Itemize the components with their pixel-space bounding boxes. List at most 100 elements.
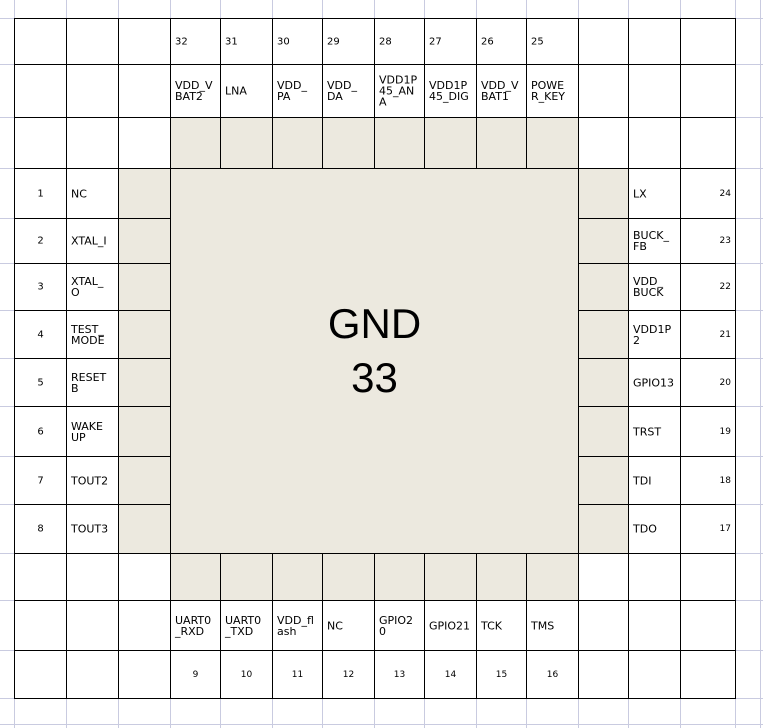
bottom-pad xyxy=(272,553,323,601)
bottom-pad xyxy=(322,553,375,601)
right-pin-name-cell: GPIO13 xyxy=(628,358,681,407)
left-pin-number: 7 xyxy=(37,475,44,486)
top-pin-number: 25 xyxy=(531,36,544,47)
right-pin-number-cell: 22 xyxy=(680,263,736,311)
grid-cell xyxy=(628,64,681,118)
right-pin-name: GPIO13 xyxy=(633,376,675,389)
right-pin-name: VDD_ BUCK xyxy=(633,275,664,299)
left-pad xyxy=(118,406,171,457)
right-pin-number-cell: 21 xyxy=(680,310,736,359)
grid-cell xyxy=(14,600,67,651)
top-pin-name-cell: VDD1P 45_DIG xyxy=(424,64,477,118)
top-pin-number: 31 xyxy=(225,36,238,47)
top-pin-name-cell: POWE R_KEY xyxy=(526,64,579,118)
grid-cell xyxy=(118,650,171,699)
sheet-gridline xyxy=(0,724,763,725)
top-pin-number: 26 xyxy=(481,36,494,47)
left-pin-number: 3 xyxy=(37,281,44,293)
top-pin-name: VDD1P 45_AN A xyxy=(379,73,418,109)
bottom-pin-name-cell: UART0 _RXD xyxy=(170,600,221,651)
grid-cell xyxy=(680,600,736,651)
top-pin-name: VDD_V BAT2 xyxy=(175,79,213,103)
grid-cell xyxy=(14,18,67,65)
bottom-pad xyxy=(220,553,273,601)
bottom-pin-number-cell: 13 xyxy=(374,650,425,699)
bottom-pin-name: UART0 _RXD xyxy=(175,613,212,638)
grid-cell xyxy=(118,553,171,601)
top-pin-name: VDD1P 45_DIG xyxy=(429,79,469,103)
top-pin-name-cell: VDD_ PA xyxy=(272,64,323,118)
right-pin-name-cell: LX xyxy=(628,168,681,219)
right-pin-name: TRST xyxy=(633,425,662,438)
bottom-pin-name-cell: TCK xyxy=(476,600,527,651)
grid-cell xyxy=(66,18,119,65)
top-pad xyxy=(272,117,323,169)
grid-cell xyxy=(14,64,67,118)
grid-cell xyxy=(14,650,67,699)
left-pin-number-cell: 6 xyxy=(14,406,67,457)
top-pin-number-cell: 31 xyxy=(220,18,273,65)
grid-cell xyxy=(680,553,736,601)
left-pin-name-cell: TOUT2 xyxy=(66,456,119,505)
right-pin-number: 18 xyxy=(719,475,731,486)
bottom-pin-number: 15 xyxy=(495,669,508,680)
ground-pin-number: 33 xyxy=(351,354,398,401)
left-pin-number-cell: 5 xyxy=(14,358,67,407)
right-pin-number: 17 xyxy=(719,524,731,534)
right-pad xyxy=(578,456,629,505)
bottom-pin-name-cell: GPIO21 xyxy=(424,600,477,651)
left-pad xyxy=(118,456,171,505)
grid-cell xyxy=(628,553,681,601)
right-pad xyxy=(578,263,629,311)
right-pin-number: 20 xyxy=(719,377,731,388)
top-pin-number-cell: 25 xyxy=(526,18,579,65)
top-pin-number: 29 xyxy=(327,36,340,47)
bottom-pin-number-cell: 12 xyxy=(322,650,375,699)
grid-cell xyxy=(66,64,119,118)
right-pad xyxy=(578,310,629,359)
right-pad xyxy=(578,406,629,457)
right-pin-number-cell: 17 xyxy=(680,504,736,554)
top-pin-name-cell: VDD_V BAT2 xyxy=(170,64,221,118)
left-pin-name-cell: XTAL_ O xyxy=(66,263,119,311)
bottom-pin-name: VDD_fl ash xyxy=(277,613,314,638)
left-pin-name: TEST_ MODE xyxy=(71,322,105,347)
left-pad xyxy=(118,310,171,359)
bottom-pad xyxy=(424,553,477,601)
left-pin-number: 4 xyxy=(37,329,44,340)
sheet-gridline xyxy=(760,0,761,728)
right-pin-number: 21 xyxy=(719,329,731,340)
grid-cell xyxy=(680,650,736,699)
grid-cell xyxy=(628,650,681,699)
bottom-pin-number-cell: 15 xyxy=(476,650,527,699)
left-pin-name: TOUT3 xyxy=(71,522,109,536)
left-pin-name: XTAL_I xyxy=(71,234,107,248)
bottom-pin-name: GPIO21 xyxy=(429,619,471,632)
top-pin-name: LNA xyxy=(225,84,247,98)
left-pin-number: 8 xyxy=(37,523,44,535)
top-pin-number: 32 xyxy=(175,36,188,47)
left-pad xyxy=(118,504,171,554)
grid-cell xyxy=(14,117,67,169)
right-pin-name: TDI xyxy=(633,474,652,487)
right-pin-name: LX xyxy=(633,187,647,200)
right-pad xyxy=(578,218,629,264)
right-pin-name-cell: BUCK_ FB xyxy=(628,218,681,264)
grid-cell xyxy=(66,117,119,169)
grid-cell xyxy=(578,600,629,651)
right-pin-name-cell: VDD_ BUCK xyxy=(628,263,681,311)
top-pad xyxy=(170,117,221,169)
right-pin-number-cell: 19 xyxy=(680,406,736,457)
bottom-pin-name-cell: VDD_fl ash xyxy=(272,600,323,651)
left-pin-name-cell: RESET B xyxy=(66,358,119,407)
grid-cell xyxy=(14,553,67,601)
left-pin-number-cell: 3 xyxy=(14,263,67,311)
left-pad xyxy=(118,168,171,219)
top-pin-name-cell: VDD1P 45_AN A xyxy=(374,64,425,118)
top-pin-name: POWE R_KEY xyxy=(531,79,566,103)
top-pin-name: VDD_ PA xyxy=(277,79,307,103)
bottom-pin-number: 12 xyxy=(342,669,355,680)
right-pin-number: 22 xyxy=(719,282,731,292)
bottom-pin-number-cell: 16 xyxy=(526,650,579,699)
